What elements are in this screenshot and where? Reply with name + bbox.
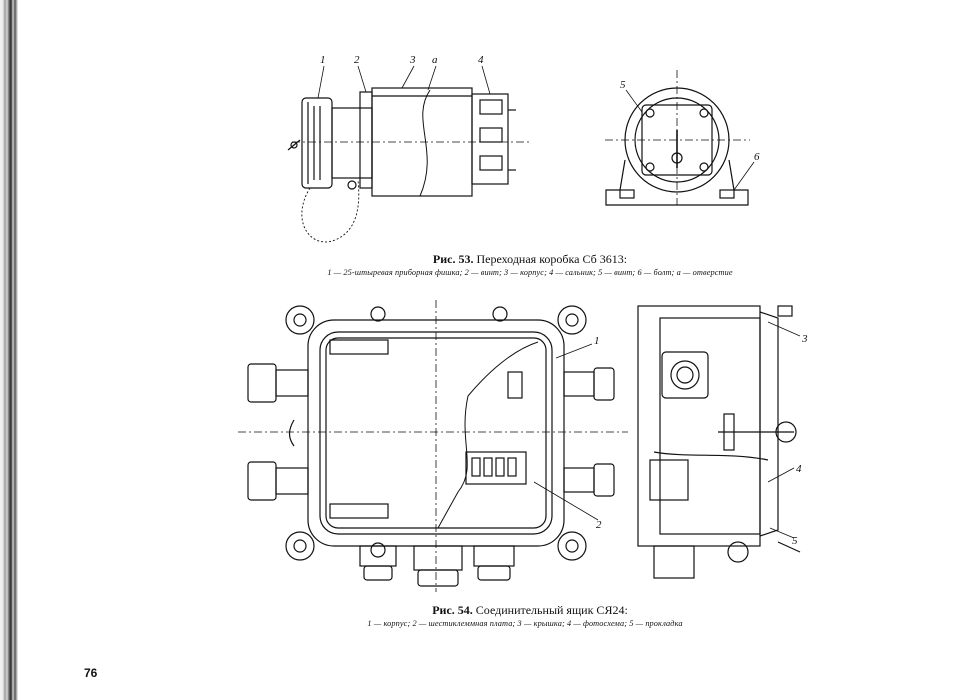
figure-53-caption: Рис. 53. Переходная коробка Сб 3613: bbox=[390, 252, 670, 267]
figure-54-drawing: 1 2 3 4 5 bbox=[238, 300, 808, 592]
fig53-callout-1: 1 bbox=[320, 54, 326, 66]
fig54-callout-1: 1 bbox=[594, 335, 600, 347]
fig53-callout-6: 6 bbox=[754, 151, 760, 163]
fig53-callout-2: 2 bbox=[354, 54, 360, 66]
page-number: 76 bbox=[84, 666, 98, 680]
figure-54-caption-title: Соединительный ящик СЯ24: bbox=[475, 603, 628, 617]
fig54-callout-4: 4 bbox=[796, 463, 802, 475]
figure-53-caption-title: Переходная коробка Сб 3613: bbox=[476, 252, 628, 266]
fig54-callout-3: 3 bbox=[801, 333, 808, 345]
figure-54-caption-label: Рис. 54. bbox=[432, 603, 473, 617]
figure-54-caption: Рис. 54. Соединительный ящик СЯ24: bbox=[400, 603, 660, 618]
fig53-callout-a: а bbox=[432, 54, 438, 66]
fig54-callout-2: 2 bbox=[596, 519, 602, 531]
fig54-callout-5: 5 bbox=[792, 535, 798, 547]
figure-53-legend: 1 — 25-штыревая приборная фишка; 2 — вин… bbox=[327, 268, 733, 277]
fig53-callout-5: 5 bbox=[620, 79, 626, 91]
fig53-callout-3: 3 bbox=[409, 54, 416, 66]
fig53-callout-4: 4 bbox=[478, 54, 484, 66]
figure-53-drawing: 1 2 3 а 4 5 6 bbox=[287, 54, 760, 243]
figure-53-caption-label: Рис. 53. bbox=[432, 252, 474, 266]
figure-54-legend: 1 — корпус; 2 — шестиклеммная плата; 3 —… bbox=[367, 619, 683, 628]
book-binding-edge bbox=[0, 0, 18, 700]
